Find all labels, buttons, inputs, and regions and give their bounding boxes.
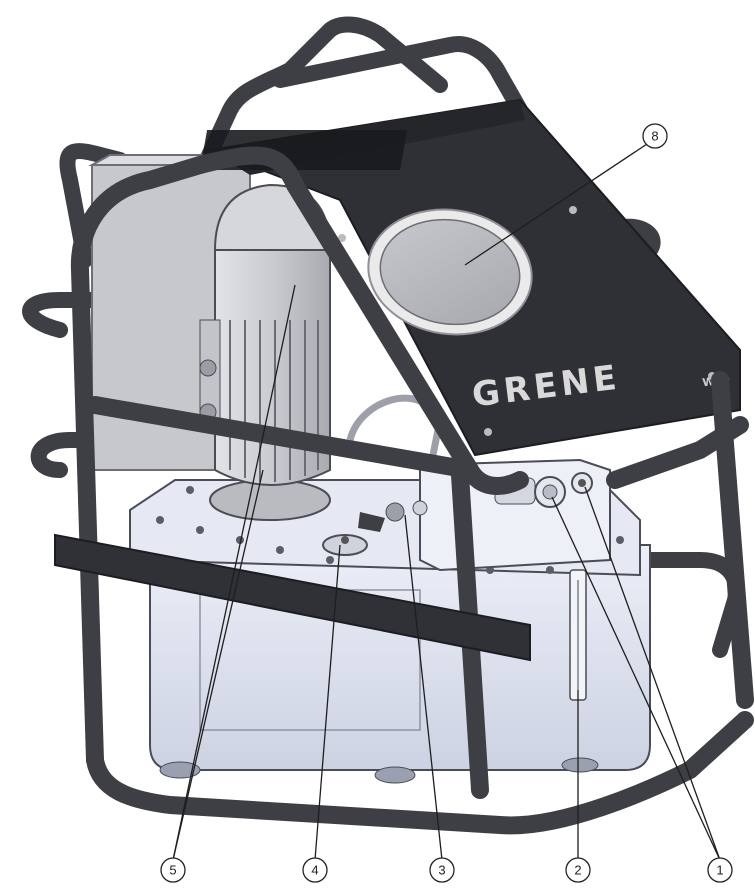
front-crossbar (54, 533, 531, 662)
oil-level-gauge (569, 569, 587, 701)
svg-text:1: 1 (716, 863, 723, 878)
callout-4: 4 (302, 857, 328, 883)
callout-8: 8 (642, 123, 668, 149)
inspection-window (367, 208, 533, 336)
electric-motor (199, 183, 332, 521)
svg-text:8: 8 (651, 129, 658, 144)
callout-1: 1 (707, 857, 733, 883)
callout-5: 5 (160, 857, 186, 883)
callout-2: 2 (565, 857, 591, 883)
front-frame (70, 146, 754, 835)
release-valve-knob (358, 500, 428, 532)
svg-text:4: 4 (311, 863, 318, 878)
svg-text:5: 5 (169, 863, 176, 878)
callout-leaders (172, 141, 721, 861)
filler-cap (322, 534, 368, 556)
svg-text:2: 2 (574, 863, 581, 878)
svg-text:3: 3 (438, 863, 445, 878)
callout-3: 3 (429, 857, 455, 883)
